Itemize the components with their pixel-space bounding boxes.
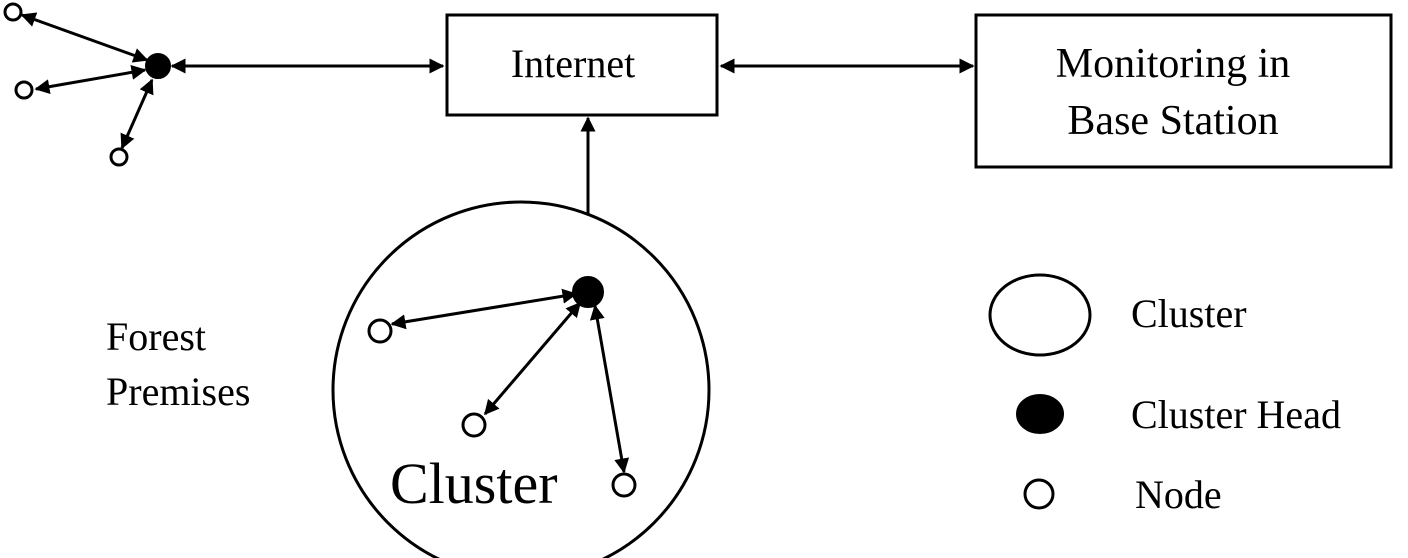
legend: Cluster Cluster Head Node — [988, 273, 1341, 517]
legend-node-symbol — [1023, 478, 1055, 510]
monitoring-label-line1: Monitoring in — [1056, 41, 1291, 87]
internet-box: Internet — [445, 13, 719, 117]
legend-node-label: Node — [1135, 472, 1222, 517]
link-head-to-node-1 — [20, 12, 149, 63]
legend-cluster-label: Cluster — [1131, 291, 1247, 336]
monitoring-label-line2: Base Station — [1067, 98, 1278, 144]
top-left-cluster — [3, 2, 171, 167]
main-cluster: Cluster — [331, 200, 711, 558]
legend-cluster-symbol — [988, 273, 1092, 357]
forest-premises-line2: Premises — [106, 369, 250, 414]
node-circle — [14, 80, 34, 100]
node-circle — [3, 2, 23, 22]
internet-label: Internet — [511, 41, 635, 86]
link-head-to-node-left — [390, 288, 578, 330]
link-head-to-node-right — [589, 304, 630, 474]
node-circle — [109, 147, 129, 167]
legend-cluster-head-label: Cluster Head — [1131, 392, 1341, 437]
cluster-head-dot — [145, 53, 171, 79]
monitoring-box: Monitoring in Base Station — [974, 13, 1393, 169]
legend-cluster-head-symbol — [1016, 394, 1064, 434]
node-circle — [367, 318, 393, 344]
link-head-to-node-bottom — [483, 301, 582, 416]
cluster-inside-label: Cluster — [390, 451, 558, 516]
link-head-to-node-2 — [34, 64, 147, 95]
node-circle — [461, 412, 487, 438]
node-circle — [611, 472, 637, 498]
forest-premises-line1: Forest — [106, 314, 206, 359]
link-head-to-node-3 — [120, 78, 154, 150]
cluster-head-dot — [572, 276, 604, 308]
